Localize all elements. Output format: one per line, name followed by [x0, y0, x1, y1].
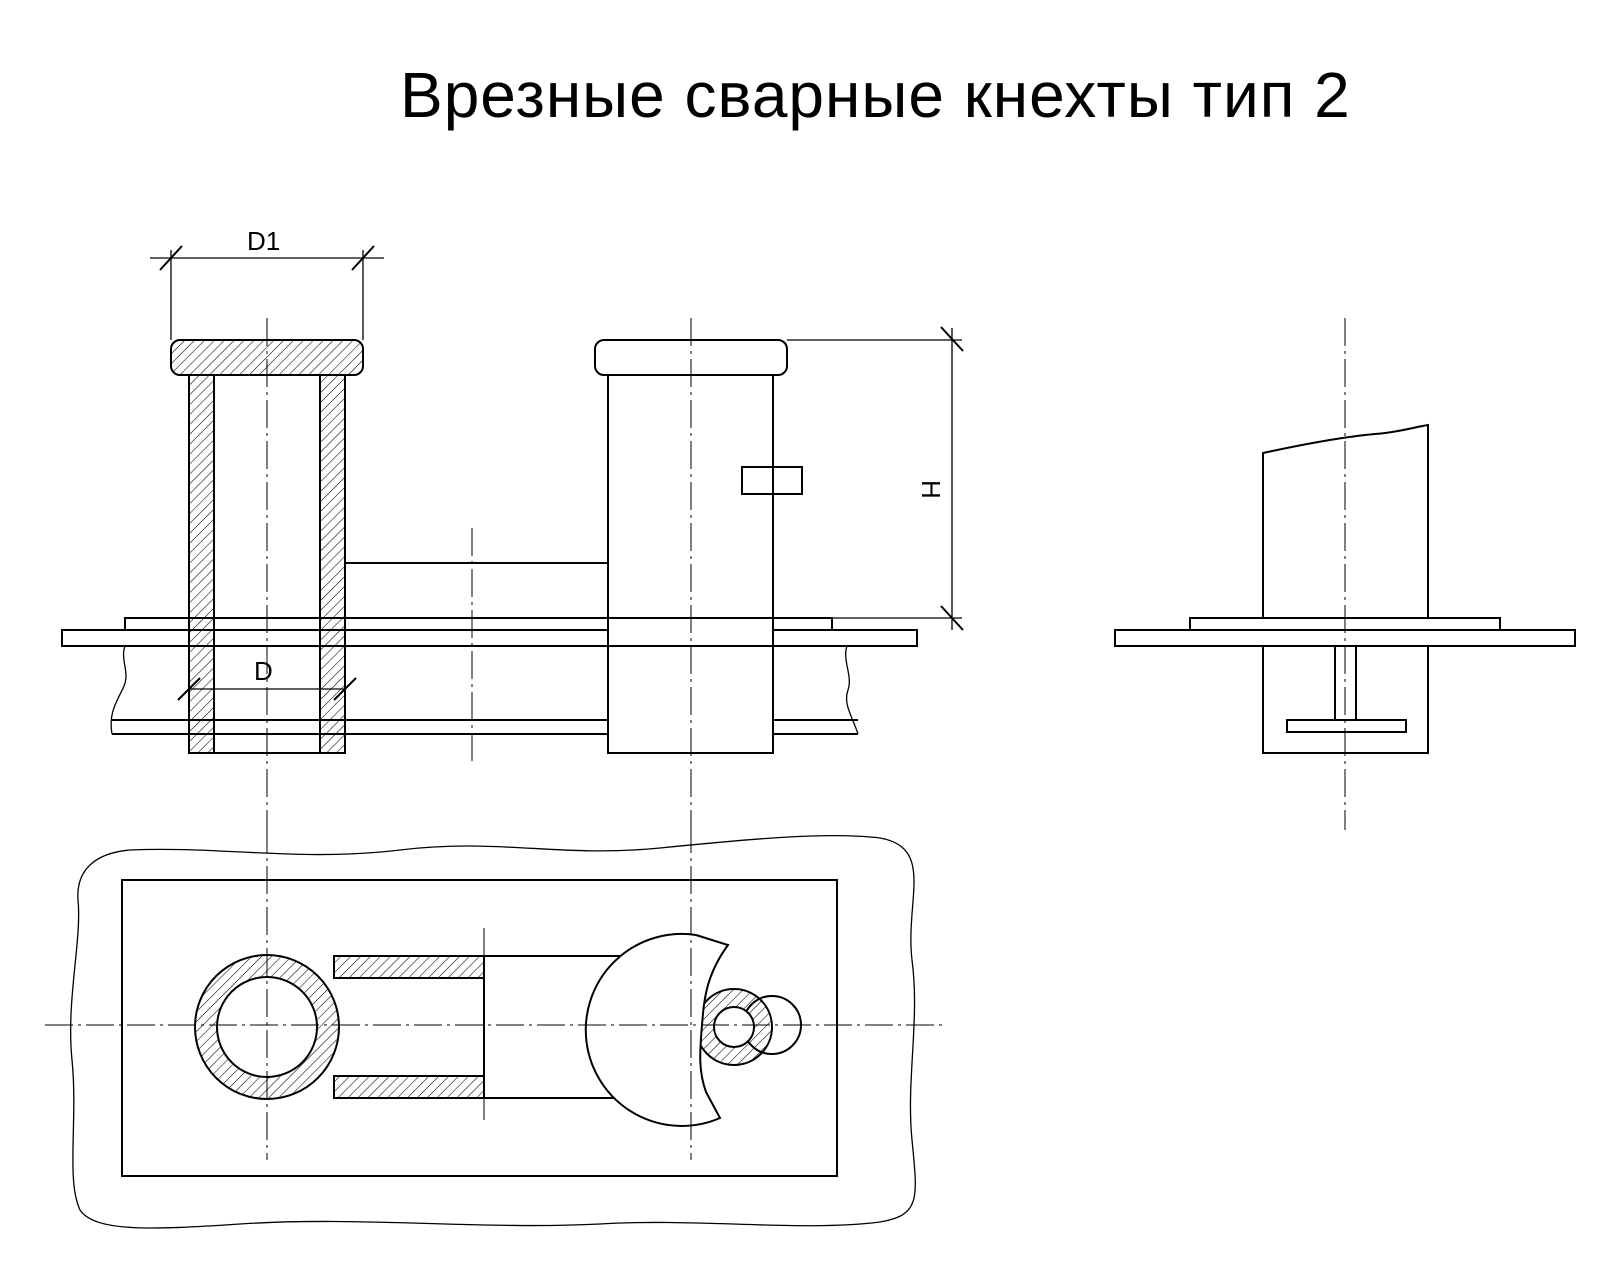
dimension-label-d1: D1: [247, 226, 280, 256]
side-tee-flange: [1286, 719, 1407, 733]
left-post-wall-right: [319, 374, 346, 754]
deck-reinforcement-plate: [124, 617, 833, 631]
top-view: [45, 825, 945, 1229]
dimension-h: H: [787, 326, 964, 631]
plan-bar-bottom: [333, 1075, 485, 1099]
dimension-label-d: D: [254, 656, 273, 686]
side-view: [1114, 318, 1576, 830]
plan-break-outline: [69, 834, 916, 1229]
page-title: Врезные сварные кнехты тип 2: [400, 59, 1351, 131]
break-line-right: [845, 645, 859, 735]
plan-right-post-cap: [584, 932, 730, 1127]
side-post-body: [1262, 423, 1429, 618]
break-line-left: [110, 645, 127, 735]
plan-bar-top: [333, 955, 485, 979]
left-post-wall-left: [188, 374, 215, 754]
plan-base-plate: [121, 879, 838, 1177]
right-post-lug: [741, 466, 803, 495]
plan-bar-outline: [334, 977, 485, 1077]
front-view: D1 D H: [61, 226, 964, 825]
dimension-label-h: H: [916, 480, 946, 499]
dimension-d: D: [177, 656, 357, 701]
dimension-d1: D1: [150, 226, 384, 340]
